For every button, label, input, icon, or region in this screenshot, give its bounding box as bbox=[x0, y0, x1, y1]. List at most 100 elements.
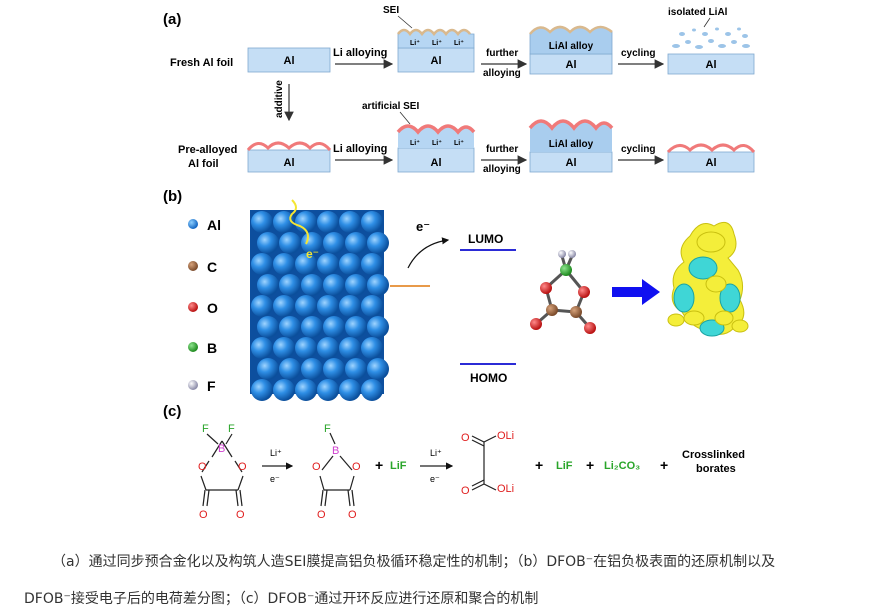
al-atom-ball bbox=[317, 337, 339, 359]
al-atom-ball bbox=[301, 358, 323, 380]
lumo-label: LUMO bbox=[468, 232, 503, 246]
svg-text:Li⁺: Li⁺ bbox=[432, 139, 442, 147]
legend-c-atom bbox=[188, 261, 198, 271]
row1-title: Fresh Al foil bbox=[170, 57, 233, 69]
arrow1-li-plus: Li⁺ bbox=[270, 448, 282, 458]
crosslinked-line1: Crosslinked bbox=[682, 449, 745, 461]
electron-path bbox=[289, 199, 309, 245]
al-atom-ball bbox=[273, 253, 295, 275]
al-atom-ball bbox=[367, 232, 389, 254]
al-atom-ball bbox=[323, 358, 345, 380]
plus-3: + bbox=[586, 457, 594, 473]
svg-text:Li⁺: Li⁺ bbox=[432, 39, 442, 47]
svg-text:Al: Al bbox=[431, 55, 442, 67]
electron-in-slab: e⁻ bbox=[306, 247, 319, 261]
arrow2-li-plus: Li⁺ bbox=[430, 448, 442, 458]
al-atom-ball bbox=[279, 316, 301, 338]
oxalate-oli-top: OLi bbox=[497, 430, 514, 442]
dfob-f-left: F bbox=[202, 423, 209, 435]
al-atom-ball bbox=[251, 379, 273, 401]
al-atom-ball bbox=[257, 274, 279, 296]
dfob-structure bbox=[200, 440, 244, 507]
electron-transfer-arrow bbox=[407, 237, 450, 269]
svg-text:Li⁺: Li⁺ bbox=[410, 139, 420, 147]
svg-text:Li⁺: Li⁺ bbox=[454, 139, 464, 147]
al-atom-ball bbox=[301, 316, 323, 338]
intermediate-o-bottom-right: O bbox=[348, 509, 357, 521]
al-atom-ball bbox=[257, 358, 279, 380]
legend-f-label: F bbox=[207, 378, 216, 394]
al-atom-ball bbox=[323, 232, 345, 254]
al-atom-ball bbox=[279, 358, 301, 380]
svg-text:Al: Al bbox=[706, 59, 717, 71]
svg-text:Al: Al bbox=[431, 157, 442, 169]
fresh-al-block: Al bbox=[247, 47, 331, 73]
panel-a-label: (a) bbox=[163, 11, 181, 28]
oxalate-oli-bottom: OLi bbox=[497, 483, 514, 495]
dfob-f-right: F bbox=[228, 423, 235, 435]
svg-text:Al: Al bbox=[284, 55, 295, 67]
dfob-o-right: O bbox=[238, 461, 247, 473]
artificial-sei-label: artificial SEI bbox=[362, 101, 419, 112]
li2co3: Li₂CO₃ bbox=[604, 460, 640, 472]
al-atom-ball bbox=[317, 379, 339, 401]
further-label-2: further bbox=[486, 144, 518, 155]
al-atom-ball bbox=[279, 274, 301, 296]
figure: (a) Fresh Al foil Al Li alloying Al Li⁺ … bbox=[163, 5, 756, 521]
li-alloying-label-1: Li alloying bbox=[333, 47, 387, 59]
oxalate-o-bottom: O bbox=[461, 485, 470, 497]
sei-label: SEI bbox=[383, 5, 399, 16]
al-atom-ball bbox=[339, 253, 361, 275]
al-atom-ball bbox=[345, 232, 367, 254]
al-atom-ball bbox=[317, 211, 339, 233]
li-alloying-label-2: Li alloying bbox=[333, 143, 387, 155]
legend-al-label: Al bbox=[207, 217, 221, 233]
al-atom-ball bbox=[361, 379, 383, 401]
al-atom-ball bbox=[295, 379, 317, 401]
oxalate-o-top: O bbox=[461, 432, 470, 444]
alloying-label-1: alloying bbox=[483, 68, 521, 79]
row2-title-1: Pre-alloyed bbox=[178, 144, 237, 156]
legend-o-atom bbox=[188, 302, 198, 312]
legend-c-label: C bbox=[207, 259, 217, 275]
svg-text:Al: Al bbox=[284, 157, 295, 169]
al-atom-ball bbox=[361, 253, 383, 275]
cycling-label-1: cycling bbox=[621, 48, 655, 59]
al-atom-ball bbox=[345, 316, 367, 338]
al-atom-ball bbox=[273, 337, 295, 359]
al-atom-ball bbox=[295, 211, 317, 233]
al-atom-ball bbox=[339, 211, 361, 233]
figure-caption-line2: DFOB⁻接受电子后的电荷差分图；（c）DFOB⁻通过开环反应进行还原和聚合的机… bbox=[24, 591, 539, 607]
homo-label: HOMO bbox=[470, 371, 507, 385]
al-atom-ball bbox=[295, 337, 317, 359]
al-with-artificial-sei: Al Li⁺ Li⁺ Li⁺ bbox=[396, 124, 476, 173]
isolated-lial-block: Al bbox=[667, 27, 755, 75]
al-surface-slab bbox=[250, 210, 389, 401]
svg-text:Al: Al bbox=[566, 59, 577, 71]
lial-alloy-block-1: LiAl alloy Al bbox=[529, 25, 613, 75]
dfob-o-bottom-right: O bbox=[236, 509, 245, 521]
al-atom-ball bbox=[367, 316, 389, 338]
crosslinked-line2: borates bbox=[696, 463, 736, 475]
al-atom-ball bbox=[317, 253, 339, 275]
al-atom-ball bbox=[323, 316, 345, 338]
atom-legend: Al C O B F bbox=[188, 217, 221, 394]
lial-alloy-block-2: LiAl alloy Al bbox=[528, 119, 614, 173]
al-atom-ball bbox=[323, 274, 345, 296]
al-atom-ball bbox=[361, 211, 383, 233]
al-atom-ball bbox=[339, 295, 361, 317]
legend-b-label: B bbox=[207, 340, 217, 356]
al-atom-ball bbox=[251, 253, 273, 275]
further-label-1: further bbox=[486, 48, 518, 59]
alloying-label-2: alloying bbox=[483, 164, 521, 175]
intermediate-o-right: O bbox=[352, 461, 361, 473]
al-atom-ball bbox=[273, 379, 295, 401]
charge-difference-plot bbox=[667, 221, 749, 337]
stable-al-block: Al bbox=[666, 143, 756, 173]
dfob-o-bottom-left: O bbox=[199, 509, 208, 521]
arrow1-e-minus: e⁻ bbox=[270, 474, 280, 484]
electron-label: e⁻ bbox=[416, 219, 430, 234]
al-atom-ball bbox=[251, 337, 273, 359]
al-atom-ball bbox=[339, 337, 361, 359]
al-with-sei: Al Li⁺ Li⁺ Li⁺ bbox=[397, 28, 475, 73]
